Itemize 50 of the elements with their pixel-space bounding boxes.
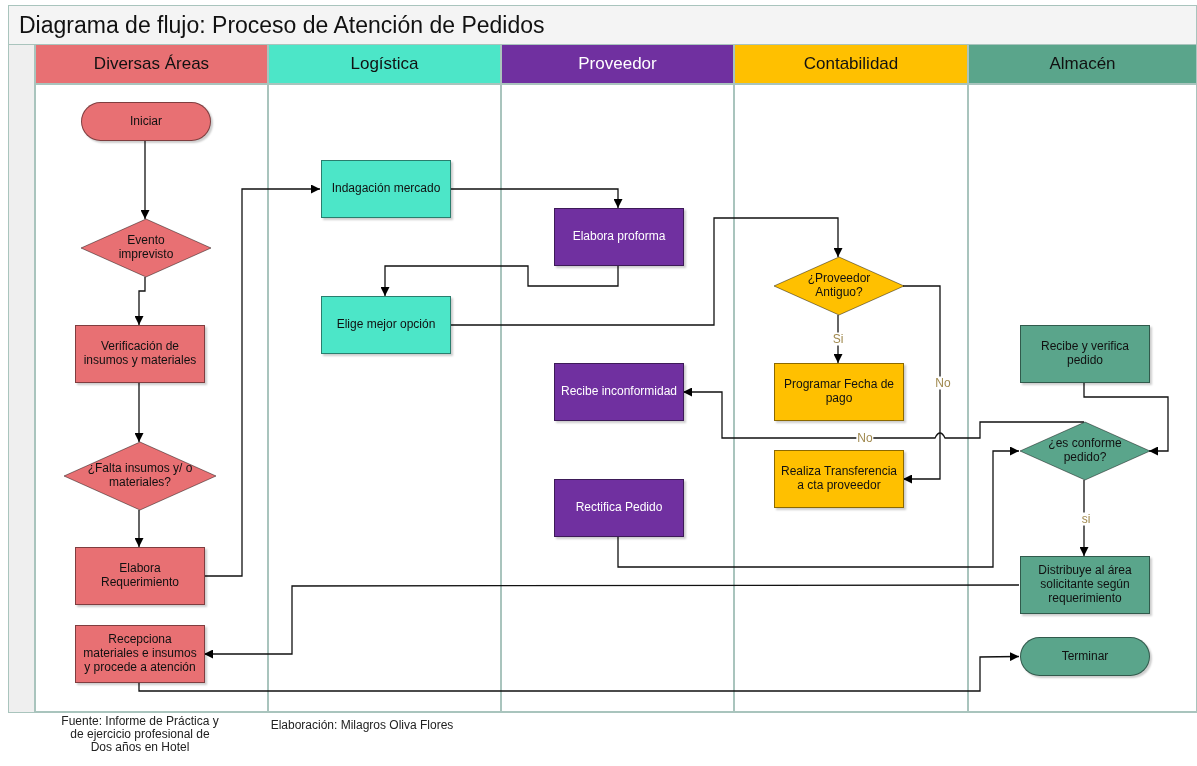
process-box: Programar Fecha de pago	[774, 363, 904, 421]
process-box: Verificación de insumos y materiales	[75, 325, 205, 383]
arrow	[134, 382, 144, 443]
process-box: Recibe inconformidad	[554, 363, 684, 421]
arrow	[1083, 382, 1169, 456]
lane-header: Contabilidad	[735, 45, 967, 85]
process-box: Realiza Transferencia a cta proveedor	[774, 450, 904, 508]
terminal-shape: Terminar	[1020, 637, 1150, 676]
decision-diamond: ¿Proveedor Antiguo?	[774, 257, 904, 315]
process-box: Elige mejor opción	[321, 296, 451, 354]
swimlane	[734, 45, 968, 713]
process-box: Elabora proforma	[554, 208, 684, 266]
lane-header: Proveedor	[502, 45, 733, 85]
process-box: Elabora Requerimiento	[75, 547, 205, 605]
arrow	[140, 140, 150, 220]
arrow	[682, 387, 1085, 439]
title-bar: Diagrama de flujo: Proceso de Atención de Pedidos	[9, 6, 1196, 45]
edge-label: Si	[831, 332, 845, 346]
arrow	[449, 217, 843, 326]
swimlane	[35, 45, 268, 713]
edge-label: No	[934, 376, 952, 390]
note-text: Fuente: Informe de Práctica y de ejercicio profesional de Dos años en Hotel	[60, 715, 220, 754]
arrow	[449, 188, 623, 209]
process-box: Recibe y verifica pedido	[1020, 325, 1150, 383]
lane-header: Diversas Áreas	[36, 45, 267, 85]
arrow	[380, 265, 619, 297]
arrow	[617, 446, 1020, 568]
process-box: Distribuye al área solicitante según requerimiento	[1020, 556, 1150, 614]
arrow	[1079, 479, 1089, 557]
arrow	[134, 276, 146, 326]
swimlane	[968, 45, 1197, 713]
edge-label: No	[856, 431, 874, 445]
decision-diamond: ¿Falta insumos y/ o materiales?	[64, 442, 216, 510]
decision-diamond: Evento imprevisto	[81, 219, 211, 277]
arrow	[203, 184, 321, 577]
lane-header: Logística	[269, 45, 500, 85]
arrow	[138, 652, 1020, 692]
lane-header: Almacén	[969, 45, 1196, 85]
process-box: Rectifica Pedido	[554, 479, 684, 537]
swimlane	[501, 45, 734, 713]
process-box: Indagación mercado	[321, 160, 451, 218]
edge-label: si	[1080, 512, 1092, 526]
process-box: Recepciona materiales e insumos y procede a atención	[75, 625, 205, 683]
arrow	[203, 584, 1020, 659]
note-text: Elaboración: Milagros Oliva Flores	[269, 719, 455, 732]
terminal-shape: Iniciar	[81, 102, 211, 141]
arrow	[902, 285, 941, 484]
swimlane	[268, 45, 501, 713]
arrow	[134, 509, 144, 548]
decision-diamond: ¿es conforme pedido?	[1020, 422, 1150, 480]
